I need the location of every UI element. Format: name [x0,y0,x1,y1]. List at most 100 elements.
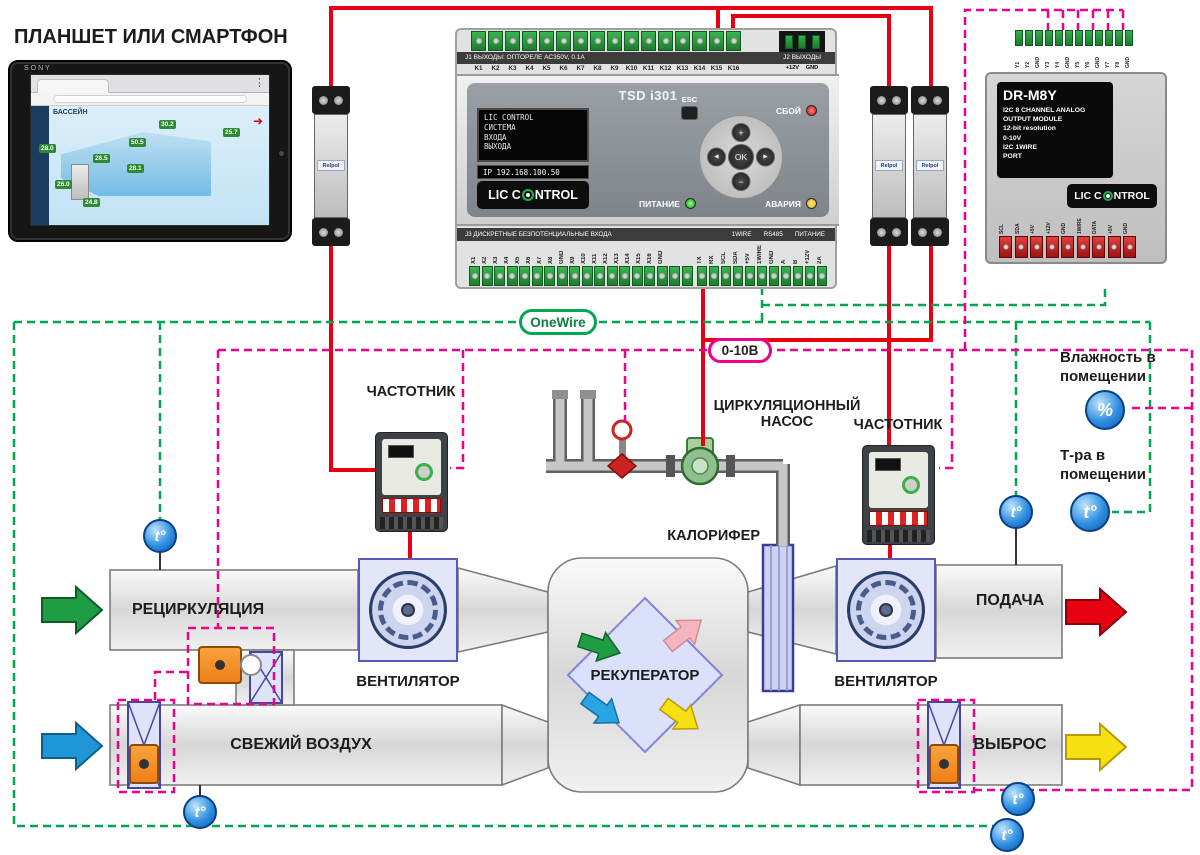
display-line: ВЫХОДА [484,142,512,152]
terminal-block [607,31,622,51]
temp-sensor-exhaust: t° [1001,782,1035,816]
left-button[interactable]: ◄ [707,147,726,167]
terminal-block [631,266,643,286]
terminal-block [757,266,767,286]
terminal-label: X2 [482,256,488,264]
logo-o-icon [521,189,534,201]
controller-bottom-terminals [469,266,693,286]
terminal-block [505,31,520,51]
fan-impeller-icon [369,571,447,649]
j2-header: J2 ВЫХОДЫ [783,54,821,61]
up-button[interactable]: + [731,123,751,142]
terminal-label: Y5 [1075,61,1081,68]
terminal-block [1075,30,1083,46]
terminal-block [590,31,605,51]
pump-label-line2: НАСОС [760,414,814,430]
esc-control: ESC [681,95,698,120]
j1-header: J1 ВЫХОДЫ: ОПТОРЕЛЕ AC350V, 0.1A [465,54,585,61]
right-button[interactable]: ► [756,147,775,167]
ok-button[interactable]: OK [728,144,754,170]
terminal-label: K3 [508,65,517,72]
terminal-block [656,266,668,286]
terminal-label: GND [769,250,775,264]
terminal-block [581,266,593,286]
terminal-label: X16 [647,253,653,264]
terminal-label: SCL [721,252,727,264]
terminal-label: X4 [504,256,510,264]
esc-button[interactable] [681,106,698,120]
relay-module-3: Relpol [911,86,949,246]
relay-terminal-bottom [870,218,908,246]
fan-impeller-icon [847,571,925,649]
plc-controller: J1 ВЫХОДЫ: ОПТОРЕЛЕ AC350V, 0.1A J2 ВЫХО… [455,28,839,289]
terminal-block [709,266,719,286]
controller-model: TSD i301 [618,88,678,103]
relay-brand: Relpol [916,159,944,171]
room-temp-label-line2: помещении [1060,465,1146,483]
terminal-block [697,266,707,286]
terminal-label: GND [559,250,565,264]
vfd-terminal-fins [867,530,930,542]
supply-label: ПОДАЧА [975,592,1045,609]
display-line: ВХОДА [484,132,507,142]
relay-terminal-bottom [911,218,949,246]
terminal-block [999,236,1012,258]
band-label: RS485 [763,230,783,238]
room-temp-label-line1: Т-ра в [1060,447,1106,464]
terminal-block [1015,30,1023,46]
damper-actuator-exhaust [929,744,959,784]
controller-top-band: J1 ВЫХОДЫ: ОПТОРЕЛЕ AC350V, 0.1A J2 ВЫХО… [457,52,835,64]
temp-sensor-fresh: t° [183,795,217,829]
terminal-block [594,266,605,286]
terminal-label: X8 [548,256,554,264]
terminal-label: GND [658,250,664,264]
relay-terminal-top [911,86,949,114]
controller-comm-terminals [697,266,827,286]
temp-sensor-recirc: t° [143,519,177,553]
vfd-2-label: ЧАСТОТНИК [853,417,943,433]
terminal-label: +5V [745,253,751,264]
terminal-block [1095,30,1103,46]
terminal-label: X12 [603,253,609,264]
fresh-air-label: СВЕЖИЙ ВОЗДУХ [230,736,372,753]
terminal-block [481,266,493,286]
scada-value-badge: 28.0 [39,144,56,153]
scada-value-badge: 50.5 [129,138,146,147]
terminal-label: K11 [642,65,655,72]
terminal-label: K2 [491,65,500,72]
vfd-terminal-fins [380,517,443,529]
fresh-inlet-arrow-icon [41,722,103,770]
damper-actuator-fresh [129,744,159,784]
address-field[interactable] [53,95,247,103]
terminal-block [644,266,655,286]
terminal-block [1092,236,1105,258]
humidity-sensor-icon: % [1085,390,1125,430]
browser-tab[interactable] [37,79,109,93]
terminal-label: GND [1035,56,1041,68]
relay-terminal-top [312,86,350,114]
terminal-label: GND [1125,56,1131,68]
room-temp-sensor-icon: t° [1070,492,1110,532]
relay-body: Relpol [913,114,947,218]
terminal-block [675,31,690,51]
terminal-block [793,266,803,286]
terminal-block [556,31,571,51]
recirc-inlet-arrow-icon [41,586,103,634]
terminal-block [733,266,743,286]
camera-icon [279,151,284,156]
terminal-block [641,31,656,51]
browser-menu-icon[interactable]: ⋮ [254,77,265,89]
down-button[interactable]: − [731,172,751,191]
description-line: PORT [1003,152,1022,160]
terminal-label: X14 [625,253,631,264]
scada-flow-arrow-icon: ➜ [252,114,263,128]
terminal-label: Y8 [1115,61,1121,68]
fan-unit-2 [836,558,936,662]
description-line: I2C 1WIRE [1003,143,1037,151]
